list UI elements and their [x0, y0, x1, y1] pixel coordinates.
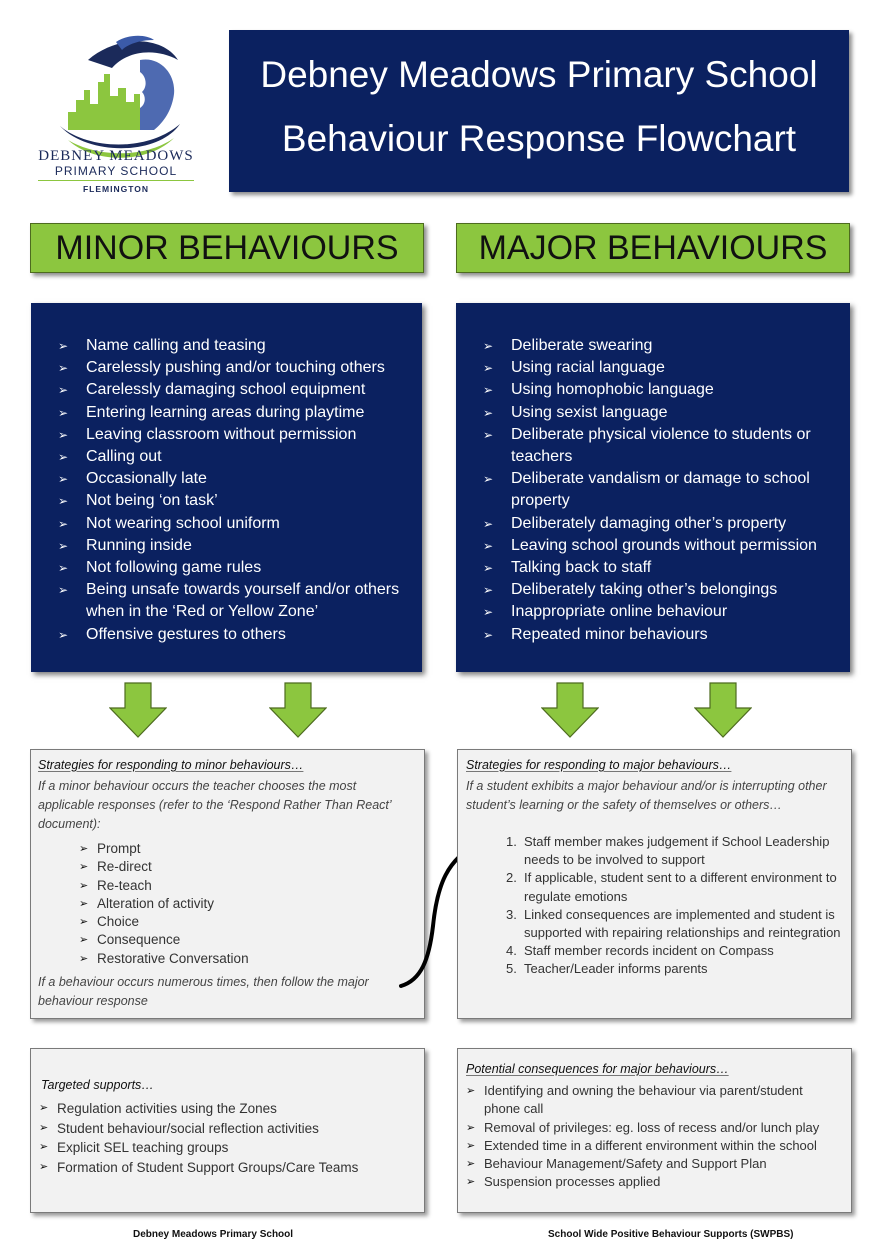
- down-arrow-icon: [694, 682, 752, 738]
- list-item: Using racial language: [483, 357, 828, 379]
- list-item: 4.Staff member records incident on Compa…: [506, 943, 774, 959]
- list-item: Being unsafe towards yourself and/or oth…: [58, 579, 408, 623]
- title-banner: Debney Meadows Primary School Behaviour …: [229, 30, 849, 192]
- list-item: Re-direct: [79, 858, 379, 877]
- list-item: Consequence: [79, 931, 379, 950]
- logo-text-line3: FLEMINGTON: [82, 184, 150, 194]
- list-item: Removal of privileges: eg. loss of reces…: [466, 1119, 838, 1138]
- list-item: Choice: [79, 913, 379, 932]
- list-item: Leaving classroom without permission: [58, 424, 408, 446]
- logo-divider: [38, 180, 194, 181]
- list-item: 3.Linked consequences are implemented an…: [506, 906, 841, 941]
- down-arrow-icon: [541, 682, 599, 738]
- list-item: Leaving school grounds without permissio…: [483, 535, 828, 557]
- list-item: Alteration of activity: [79, 895, 379, 914]
- consequences-box: Potential consequences for major behavio…: [457, 1048, 852, 1213]
- list-item: Talking back to staff: [483, 557, 828, 579]
- minor-strategies-intro: If a minor behaviour occurs the teacher …: [38, 779, 391, 831]
- list-item: Extended time in a different environment…: [466, 1137, 838, 1156]
- down-arrow-icon: [109, 682, 167, 738]
- footer-right: School Wide Positive Behaviour Supports …: [548, 1229, 794, 1240]
- list-item: Not being ‘on task’: [58, 490, 408, 512]
- major-strategies-intro: If a student exhibits a major behaviour …: [466, 779, 827, 812]
- minor-strategies-outro: If a behaviour occurs numerous times, th…: [38, 975, 369, 1008]
- list-item: Deliberate vandalism or damage to school…: [483, 468, 828, 512]
- list-item: Using sexist language: [483, 402, 828, 424]
- targeted-supports-title: Targeted supports…: [41, 1078, 154, 1092]
- footer-left: Debney Meadows Primary School: [133, 1229, 294, 1240]
- minor-strategies-box: Strategies for responding to minor behav…: [30, 749, 425, 1019]
- list-item: Deliberately damaging other’s property: [483, 513, 828, 535]
- list-item: Suspension processes applied: [466, 1173, 838, 1192]
- list-item: Entering learning areas during playtime: [58, 402, 408, 424]
- minor-behaviours-heading: MINOR BEHAVIOURS: [30, 223, 424, 273]
- logo-text-line1: DEBNEY MEADOWS: [38, 148, 194, 164]
- major-strategies-list: 1.Staff member makes judgement if School…: [506, 833, 846, 979]
- major-strategies-title: Strategies for responding to major behav…: [466, 758, 732, 772]
- list-item: Deliberately taking other’s belongings: [483, 579, 828, 601]
- targeted-supports-list: Regulation activities using the Zones St…: [39, 1099, 409, 1177]
- list-item: Prompt: [79, 840, 379, 859]
- list-item: Deliberate physical violence to students…: [483, 424, 828, 468]
- minor-behaviours-box: Name calling and teasing Carelessly push…: [31, 303, 422, 672]
- major-behaviours-box: Deliberate swearing Using racial languag…: [456, 303, 850, 672]
- list-item: Carelessly pushing and/or touching other…: [58, 357, 408, 379]
- list-item: Regulation activities using the Zones: [39, 1099, 409, 1119]
- list-item: Not following game rules: [58, 557, 408, 579]
- targeted-supports-box: Targeted supports… Regulation activities…: [30, 1048, 425, 1213]
- school-logo: [60, 35, 180, 158]
- minor-behaviours-list: Name calling and teasing Carelessly push…: [58, 335, 408, 646]
- list-item: Formation of Student Support Groups/Care…: [39, 1158, 409, 1178]
- list-item: Occasionally late: [58, 468, 408, 490]
- list-item: Restorative Conversation: [79, 950, 379, 969]
- title-line1: Debney Meadows Primary School: [260, 54, 818, 95]
- minor-strategies-list: Prompt Re-direct Re-teach Alteration of …: [79, 840, 379, 968]
- minor-strategies-title: Strategies for responding to minor behav…: [38, 758, 304, 772]
- list-item: Running inside: [58, 535, 408, 557]
- list-item: Deliberate swearing: [483, 335, 828, 357]
- major-strategies-box: Strategies for responding to major behav…: [457, 749, 852, 1019]
- list-item: 2.If applicable, student sent to a diffe…: [506, 870, 837, 904]
- logo-text-line2: PRIMARY SCHOOL: [54, 164, 178, 178]
- list-item: Using homophobic language: [483, 379, 828, 401]
- list-item: Calling out: [58, 446, 408, 468]
- list-item: Repeated minor behaviours: [483, 624, 828, 646]
- list-item: Explicit SEL teaching groups: [39, 1138, 409, 1158]
- list-item: Student behaviour/social reflection acti…: [39, 1119, 409, 1139]
- list-item: Identifying and owning the behaviour via…: [466, 1082, 838, 1119]
- title-line2: Behaviour Response Flowchart: [281, 118, 797, 159]
- list-item: Re-teach: [79, 877, 379, 896]
- consequences-title: Potential consequences for major behavio…: [466, 1062, 729, 1076]
- consequences-list: Identifying and owning the behaviour via…: [466, 1082, 838, 1192]
- list-item: Inappropriate online behaviour: [483, 601, 828, 623]
- down-arrow-icon: [269, 682, 327, 738]
- major-behaviours-list: Deliberate swearing Using racial languag…: [483, 335, 828, 646]
- list-item: 1.Staff member makes judgement if School…: [506, 834, 830, 868]
- list-item: Not wearing school uniform: [58, 513, 408, 535]
- list-item: 5.Teacher/Leader informs parents: [506, 961, 708, 977]
- major-behaviours-heading: MAJOR BEHAVIOURS: [456, 223, 850, 273]
- list-item: Carelessly damaging school equipment: [58, 379, 408, 401]
- list-item: Offensive gestures to others: [58, 624, 408, 646]
- list-item: Name calling and teasing: [58, 335, 408, 357]
- list-item: Behaviour Management/Safety and Support …: [466, 1155, 838, 1174]
